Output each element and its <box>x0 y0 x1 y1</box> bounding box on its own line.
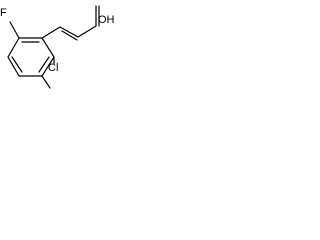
skeletal-structure <box>7 5 100 89</box>
bond-carbonyl-c <box>77 25 97 38</box>
bond-methyl <box>41 75 51 89</box>
atom-label-fluorine: F <box>0 7 7 19</box>
atom-label-hydroxyl: OH <box>98 14 115 26</box>
bond-f <box>9 21 20 39</box>
structure-canvas: F OH Cl <box>0 0 120 89</box>
ring-double-bond <box>38 56 50 73</box>
bond-vinyl-double-inner <box>61 30 78 41</box>
bond-vinyl-double <box>59 26 79 38</box>
ring-bond <box>41 56 55 77</box>
ring-bond <box>7 37 20 58</box>
ring-bond <box>7 56 20 77</box>
bond-vinyl-1 <box>41 26 61 39</box>
ring-double-bond <box>11 56 23 73</box>
atom-label-chlorine: Cl <box>48 62 59 74</box>
ring-bond <box>41 37 55 58</box>
